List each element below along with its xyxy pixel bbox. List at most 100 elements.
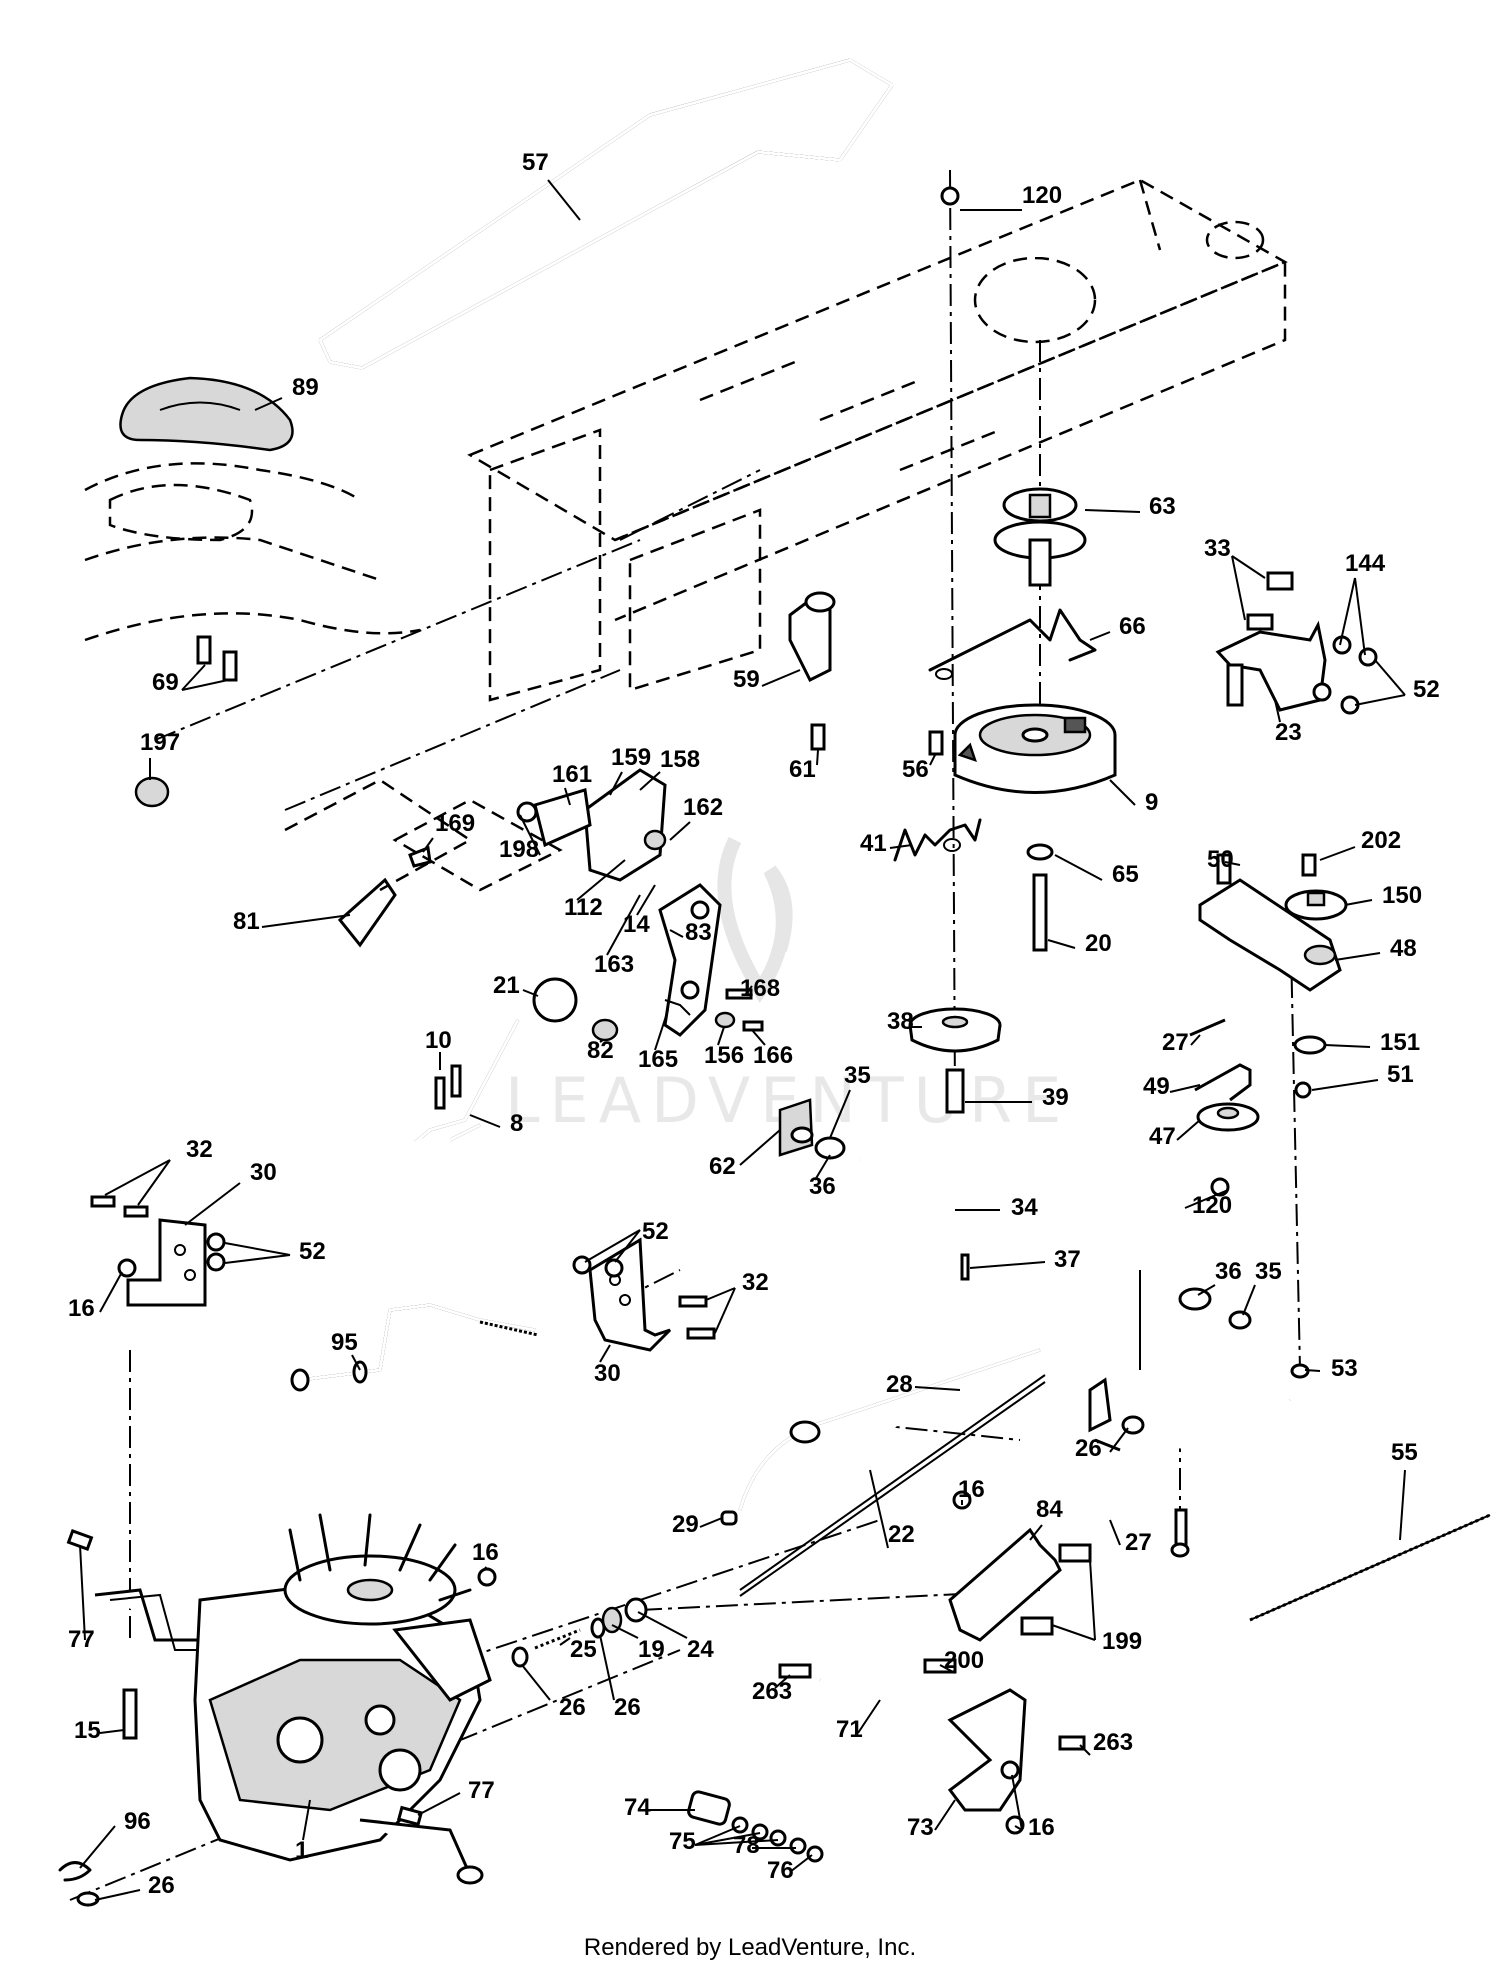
part-label-l198: 198 xyxy=(499,836,539,863)
part-label-l41: 41 xyxy=(860,830,887,857)
part-label-l35b: 35 xyxy=(1255,1258,1282,1285)
idler-bracket-48 xyxy=(1189,853,1348,1099)
part-label-l30a: 30 xyxy=(250,1159,277,1186)
part-label-l96: 96 xyxy=(124,1808,151,1835)
part-label-l52a: 52 xyxy=(1413,676,1440,703)
rod-71-bracket-73 xyxy=(778,1658,1086,1835)
part-label-l63: 63 xyxy=(1149,493,1176,520)
part-label-l77a: 77 xyxy=(68,1626,95,1653)
part-label-l52b: 52 xyxy=(299,1238,326,1265)
part-label-l71: 71 xyxy=(836,1716,863,1743)
spring-55 xyxy=(1249,1513,1491,1622)
part-label-l26d: 26 xyxy=(148,1872,175,1899)
part-label-l35a: 35 xyxy=(844,1062,871,1089)
part-label-l24: 24 xyxy=(687,1636,714,1663)
part-label-l30b: 30 xyxy=(594,1360,621,1387)
part-label-l48: 48 xyxy=(1390,935,1417,962)
part-label-l200: 200 xyxy=(944,1647,984,1674)
part-label-l199: 199 xyxy=(1102,1628,1142,1655)
part-label-l165: 165 xyxy=(638,1046,678,1073)
part-label-l263b: 263 xyxy=(1093,1729,1133,1756)
part-label-l77b: 77 xyxy=(468,1777,495,1804)
part-label-l51: 51 xyxy=(1387,1061,1414,1088)
footer-credit: Rendered by LeadVenture, Inc. xyxy=(584,1934,916,1961)
part-label-l16c: 16 xyxy=(472,1539,499,1566)
part-label-l66: 66 xyxy=(1119,613,1146,640)
bracket-158 xyxy=(392,768,667,892)
bolts-69 xyxy=(196,635,238,682)
part-label-l62: 62 xyxy=(709,1153,736,1180)
part-label-l202: 202 xyxy=(1361,827,1401,854)
electric-clutch-9 xyxy=(953,703,1117,952)
part-label-l39: 39 xyxy=(1042,1084,1069,1111)
part-label-l26c: 26 xyxy=(614,1694,641,1721)
part-label-l151: 151 xyxy=(1380,1029,1420,1056)
part-label-l9: 9 xyxy=(1145,789,1158,816)
part-label-l38: 38 xyxy=(887,1008,914,1035)
part-label-l150: 150 xyxy=(1382,882,1422,909)
part-label-l49: 49 xyxy=(1143,1073,1170,1100)
spring-25-assembly xyxy=(477,1567,648,1668)
part-label-l168: 168 xyxy=(740,975,780,1002)
part-label-l57: 57 xyxy=(522,149,549,176)
part-label-l65: 65 xyxy=(1112,861,1139,888)
part-label-l50: 50 xyxy=(1207,846,1234,873)
part-label-l33: 33 xyxy=(1204,535,1231,562)
part-label-l112: 112 xyxy=(564,894,603,921)
link-rods-28-22 xyxy=(720,1348,1190,1597)
part-label-l1: 1 xyxy=(295,1837,308,1864)
part-label-l56: 56 xyxy=(902,756,929,783)
bracket-84 xyxy=(948,1490,1092,1642)
lift-lever-8 xyxy=(413,977,578,1142)
part-label-l120b: 120 xyxy=(1192,1192,1232,1219)
part-label-l74: 74 xyxy=(624,1794,651,1821)
part-label-l28: 28 xyxy=(886,1371,913,1398)
part-label-l169: 169 xyxy=(435,810,475,837)
part-label-l8: 8 xyxy=(510,1110,523,1137)
part-label-l144: 144 xyxy=(1345,550,1386,577)
cooling-fan xyxy=(283,1513,472,1626)
pedal-pad-89 xyxy=(119,376,294,452)
part-label-l82: 82 xyxy=(587,1037,614,1064)
bracket-23 xyxy=(1215,571,1378,715)
part-label-l27a: 27 xyxy=(1162,1029,1189,1056)
part-label-l163: 163 xyxy=(594,951,634,978)
part-label-l32a: 32 xyxy=(186,1136,213,1163)
part-label-l37: 37 xyxy=(1054,1246,1081,1273)
part-label-l69: 69 xyxy=(152,669,179,696)
watermark-logo: LEADVENTURE xyxy=(505,836,1061,1137)
part-label-l34: 34 xyxy=(1011,1194,1038,1221)
part-label-l16a: 16 xyxy=(68,1295,95,1322)
part-label-l159: 159 xyxy=(611,744,651,771)
part-label-l32b: 32 xyxy=(742,1269,769,1296)
part-label-l166: 166 xyxy=(753,1042,793,1069)
bracket-30-center xyxy=(572,1237,716,1352)
bracket-30-left xyxy=(90,1195,226,1307)
part-label-l14: 14 xyxy=(623,911,650,938)
part-label-l21: 21 xyxy=(493,972,520,999)
part-label-l53: 53 xyxy=(1331,1355,1358,1382)
part-label-l23: 23 xyxy=(1275,719,1302,746)
part-label-l81: 81 xyxy=(233,908,260,935)
part-label-l25: 25 xyxy=(570,1636,597,1663)
part-label-l47: 47 xyxy=(1149,1123,1176,1150)
part-label-l76: 76 xyxy=(767,1857,794,1884)
bracket-59 xyxy=(788,591,944,756)
assembly-guidelines xyxy=(69,169,1301,1901)
part-label-l29: 29 xyxy=(672,1511,699,1538)
part-label-l84: 84 xyxy=(1036,1496,1063,1523)
part-label-l120a: 120 xyxy=(1022,182,1062,209)
transaxle-1 xyxy=(58,1513,492,1907)
part-label-l89: 89 xyxy=(292,374,319,401)
tractor-frame xyxy=(84,178,1288,702)
bracket-165 xyxy=(591,883,764,1042)
part-label-l16b: 16 xyxy=(958,1476,985,1503)
belt-guide-66 xyxy=(928,608,1097,680)
part-label-l20: 20 xyxy=(1085,930,1112,957)
idler-pulley-47 xyxy=(1194,1063,1260,1197)
drive-belt-57 xyxy=(318,58,895,370)
part-label-l26a: 26 xyxy=(1075,1435,1102,1462)
part-label-l73: 73 xyxy=(907,1814,934,1841)
